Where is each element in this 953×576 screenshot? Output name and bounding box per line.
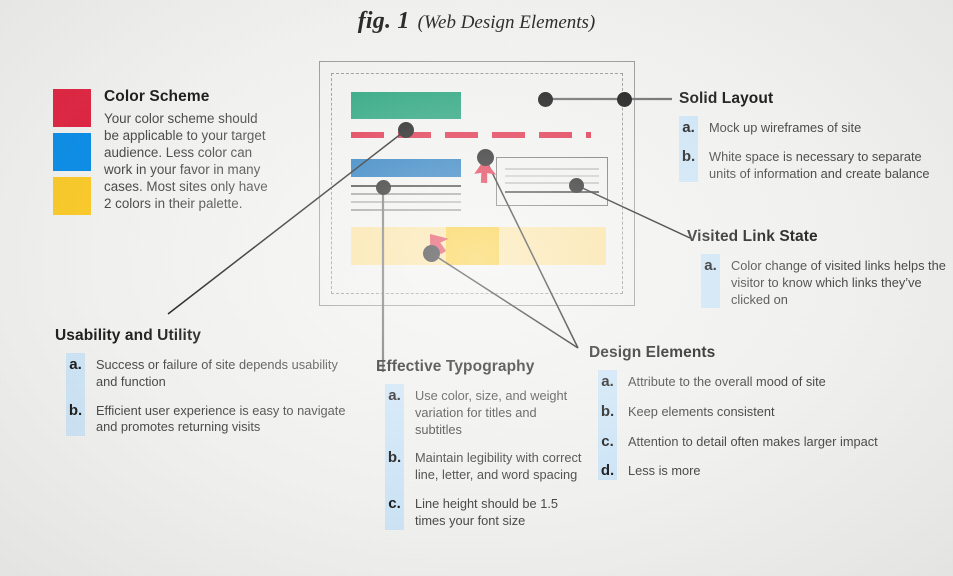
connector-dot: [538, 92, 553, 107]
connector-dot: [477, 149, 494, 166]
callout-solid-layout: Solid Layout a. Mock up wireframes of si…: [679, 90, 947, 183]
wireframe-navigation-dashes: [351, 132, 591, 138]
wireframe-text-line: [351, 185, 461, 188]
list-item-marker: a.: [388, 387, 401, 404]
list-item-marker: a.: [704, 257, 717, 274]
callout-color-scheme: Color Scheme Your color scheme should be…: [104, 88, 274, 212]
callout-usability-and-utility: Usability and Utility a. Success or fail…: [55, 327, 355, 437]
callout-visited-link-state: Visited Link State a. Color change of vi…: [687, 228, 947, 309]
wireframe-footer-banner-center: [446, 227, 499, 265]
callout-list: a. Attribute to the overall mood of site…: [589, 370, 929, 481]
list-item: b. Maintain legibility with correct line…: [385, 450, 586, 484]
wireframe-diagram: [319, 61, 635, 306]
connector-dot: [398, 122, 414, 138]
connector-dot: [376, 180, 391, 195]
list-item-marker: d.: [600, 462, 615, 480]
callout-list: a. Color change of visited links helps t…: [687, 254, 947, 309]
figure-number: fig. 1: [357, 8, 410, 34]
wireframe-header-block: [351, 92, 461, 119]
list-item-text: Use color, size, and weight variation fo…: [415, 388, 568, 437]
list-item-marker: b.: [681, 147, 696, 165]
list-item-marker: b.: [387, 449, 402, 467]
callout-design-elements: Design Elements a. Attribute to the over…: [589, 344, 929, 493]
wireframe-text-line: [351, 193, 461, 195]
color-swatch-blue: [53, 133, 91, 171]
list-item: a. Use color, size, and weight variation…: [385, 387, 586, 438]
callout-heading: Solid Layout: [679, 90, 774, 107]
connector-dot: [569, 178, 584, 193]
list-item-marker: c.: [388, 494, 401, 512]
callout-list: a. Use color, size, and weight variation…: [376, 384, 586, 530]
callout-heading: Color Scheme: [104, 88, 210, 105]
list-item-marker: c.: [601, 432, 614, 450]
callout-body: Your color scheme should be applicable t…: [104, 111, 268, 211]
list-item-text: Keep elements consistent: [628, 403, 775, 419]
list-item: a. Mock up wireframes of site: [679, 119, 947, 137]
list-item: c. Line height should be 1.5 times your …: [385, 494, 586, 530]
list-item-text: Success or failure of site depends usabi…: [96, 357, 338, 389]
wireframe-box-line: [505, 175, 599, 177]
list-item-text: Less is more: [628, 463, 701, 479]
list-item: b. Keep elements consistent: [598, 402, 929, 421]
list-item-marker: b.: [600, 402, 615, 420]
callout-list: a. Success or failure of site depends us…: [55, 353, 355, 437]
wireframe-sidebar-box: [496, 157, 608, 206]
list-item-text: White space is necessary to separate uni…: [709, 148, 930, 181]
list-item-text: Mock up wireframes of site: [709, 120, 862, 135]
callout-list: a. Mock up wireframes of site b. White s…: [679, 116, 947, 183]
list-item-text: Maintain legibility with correct line, l…: [415, 450, 582, 483]
figure-subtitle: (Web Design Elements): [417, 12, 596, 33]
list-item: b. White space is necessary to separate …: [679, 147, 947, 183]
callout-heading: Visited Link State: [687, 228, 818, 245]
color-swatch-yellow: [53, 177, 91, 215]
list-item-marker: a.: [69, 356, 82, 373]
list-item-marker: a.: [601, 373, 614, 390]
list-item-text: Line height should be 1.5 times your fon…: [415, 495, 559, 528]
wireframe-text-line: [351, 201, 461, 203]
wireframe-footer-banner-right: [499, 227, 606, 265]
list-item: c. Attention to detail often makes large…: [598, 432, 929, 451]
page-title: fig. 1 (Web Design Elements): [0, 8, 953, 35]
connector-dot: [423, 245, 440, 262]
wireframe-box-line: [505, 168, 599, 170]
list-item-text: Attention to detail often makes larger i…: [628, 433, 878, 449]
list-item: a. Color change of visited links helps t…: [701, 257, 947, 308]
list-item: d. Less is more: [598, 463, 929, 480]
callout-heading: Design Elements: [589, 344, 716, 361]
list-item-marker: b.: [68, 401, 83, 419]
wireframe-text-line: [351, 209, 461, 211]
wireframe-box-link-line: [505, 191, 599, 194]
list-item: a. Success or failure of site depends us…: [66, 356, 355, 391]
list-item-text: Color change of visited links helps the …: [731, 258, 946, 307]
wireframe-box-line: [505, 182, 599, 184]
list-item: b. Efficient user experience is easy to …: [66, 401, 355, 437]
callout-heading: Effective Typography: [376, 358, 535, 375]
wireframe-subheading-block: [351, 159, 461, 177]
list-item-text: Attribute to the overall mood of site: [628, 374, 826, 389]
list-item-text: Efficient user experience is easy to nav…: [96, 402, 346, 435]
callout-effective-typography: Effective Typography a. Use color, size,…: [376, 358, 586, 530]
callout-heading: Usability and Utility: [55, 327, 201, 344]
list-item-marker: a.: [682, 119, 695, 136]
list-item: a. Attribute to the overall mood of site: [598, 373, 929, 391]
connector-dot: [617, 92, 632, 107]
color-swatch-red: [53, 89, 91, 127]
